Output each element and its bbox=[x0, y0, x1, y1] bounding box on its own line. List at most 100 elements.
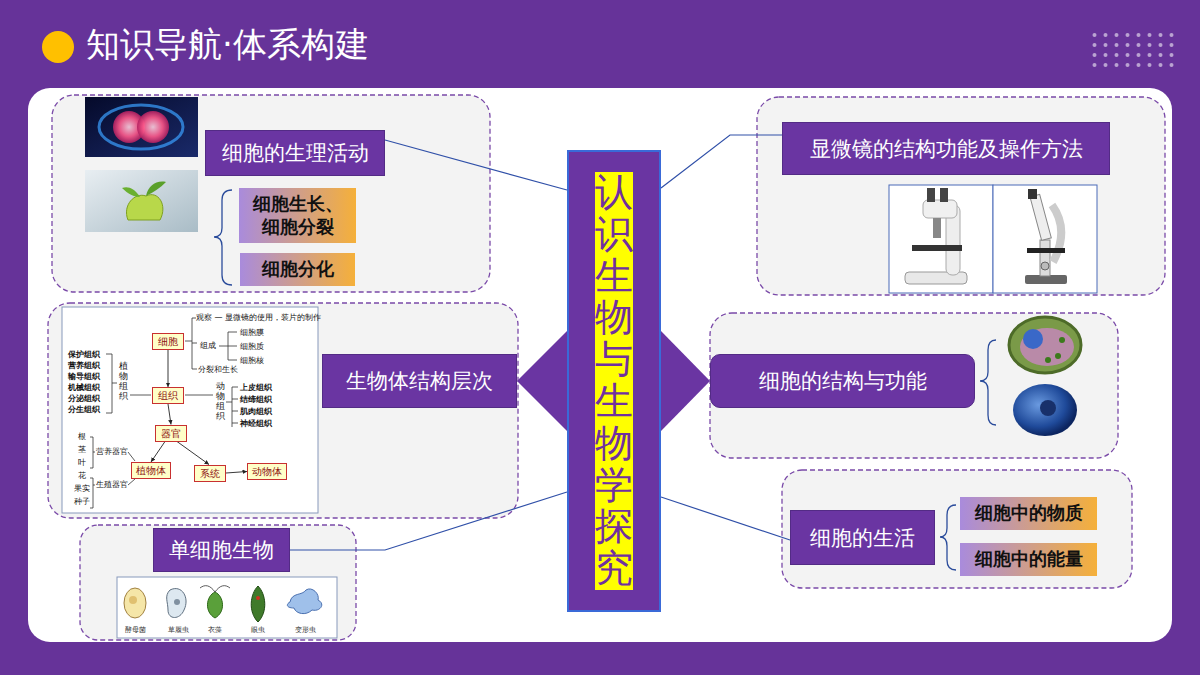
node-text: 组织 bbox=[158, 389, 178, 402]
microscope-drawing bbox=[1030, 194, 1051, 240]
node-text: 系统 bbox=[200, 467, 220, 480]
hierarchy-chart-frame bbox=[185, 318, 197, 369]
topic-box: 显微镜的结构功能及操作方法 bbox=[782, 122, 1110, 175]
chart-arrow bbox=[168, 404, 171, 425]
microscope-drawing bbox=[1028, 189, 1037, 199]
topic-box: 生物体结构层次 bbox=[322, 354, 517, 408]
subtopic-box: 细胞分化 bbox=[240, 253, 355, 286]
node-text: 器官 bbox=[161, 427, 181, 440]
organism-caption: 草履虫 bbox=[168, 626, 189, 634]
chart-arrow bbox=[177, 442, 209, 465]
subtopic-box: 细胞中的物质 bbox=[960, 497, 1097, 530]
dashed-region bbox=[48, 303, 518, 518]
single-cell-frame bbox=[117, 577, 337, 638]
connector-line bbox=[385, 140, 567, 190]
tissue-name: 营养组织 bbox=[68, 361, 100, 371]
node-text: 植物体 bbox=[136, 464, 166, 477]
chart-arrow bbox=[168, 350, 169, 387]
microscope-drawing bbox=[912, 245, 962, 251]
microscope-drawing bbox=[905, 188, 967, 284]
connector-arrow bbox=[517, 331, 567, 431]
organism-caption: 衣藻 bbox=[208, 626, 222, 634]
dashed-region bbox=[80, 525, 356, 640]
organism-caption: 酵母菌 bbox=[125, 626, 146, 634]
organ-group: 营养器官 bbox=[96, 447, 128, 457]
chart-note: 观察 — 显微镜的使用，装片的制作 bbox=[196, 313, 321, 323]
group-name: 植物组织 bbox=[119, 362, 128, 402]
connector-line bbox=[661, 497, 790, 540]
connector-arrow bbox=[661, 331, 710, 431]
euglena-drawing bbox=[251, 586, 265, 622]
plant-cell-drawing bbox=[1045, 357, 1051, 363]
hierarchy-chart-frame bbox=[90, 437, 95, 468]
microscope-drawing bbox=[1041, 262, 1049, 270]
tissue-name: 机械组织 bbox=[68, 383, 100, 393]
group-name: 动物组织 bbox=[216, 382, 225, 422]
tissue-name: 输导组织 bbox=[68, 372, 100, 382]
cell-division-photo bbox=[99, 105, 183, 149]
chlamydomonas-drawing bbox=[207, 592, 222, 618]
amoeba-drawing bbox=[287, 589, 321, 614]
single-cell-frame bbox=[117, 577, 337, 638]
topic-box: 细胞的生活 bbox=[790, 510, 935, 565]
hierarchy-chart-frame bbox=[219, 332, 237, 360]
node-text: 细胞 bbox=[158, 335, 178, 348]
dashed-region bbox=[782, 470, 1132, 588]
microscope-drawing bbox=[923, 200, 957, 218]
paramecium-drawing bbox=[167, 589, 186, 618]
connector-line bbox=[290, 492, 567, 550]
tissue-name: 分生组织 bbox=[68, 405, 100, 415]
organ-group: 生殖器官 bbox=[96, 480, 128, 490]
dashed-region bbox=[48, 95, 1165, 640]
node-text: 细胞的结构与功能 bbox=[759, 367, 927, 395]
subtopic-box: 细胞中的能量 bbox=[960, 543, 1097, 576]
organism-caption: 眼虫 bbox=[251, 626, 265, 634]
microscope-drawing bbox=[1052, 205, 1061, 262]
node-text: 显微镜的结构功能及操作方法 bbox=[810, 135, 1083, 163]
plant-tissue-photo bbox=[122, 187, 140, 197]
tissue-name: 上皮组织 bbox=[240, 383, 272, 393]
animal-cell-drawing bbox=[1013, 384, 1077, 436]
plant-cell-drawing bbox=[1020, 328, 1074, 366]
chlamydomonas-drawing bbox=[200, 586, 230, 618]
amoeba-drawing bbox=[287, 589, 321, 614]
level-box: 系统 bbox=[194, 465, 226, 482]
topic-box: 细胞的生理活动 bbox=[205, 130, 385, 176]
microscope-frame bbox=[993, 185, 1097, 293]
animal-cell-drawing bbox=[1013, 384, 1077, 436]
plant-tissue-photo bbox=[85, 170, 198, 232]
chart-note: 分裂和生长 bbox=[198, 365, 238, 375]
title-decor bbox=[1090, 28, 1178, 68]
bracket bbox=[940, 505, 956, 570]
node-text: 细胞生长、 细胞分裂 bbox=[245, 193, 350, 238]
hierarchy-chart-frame bbox=[90, 478, 95, 508]
subtopic-box: 细胞生长、 细胞分裂 bbox=[239, 188, 356, 243]
microscope-drawing bbox=[927, 188, 935, 202]
tissue-name: 结缔组织 bbox=[240, 395, 272, 405]
plant-tissue-photo bbox=[85, 170, 198, 232]
organ-name: 果实 bbox=[74, 484, 90, 494]
topic-box: 单细胞生物 bbox=[153, 528, 290, 572]
page-title: 知识导航·体系构建 bbox=[86, 24, 369, 65]
dashed-region bbox=[52, 95, 490, 292]
chart-note: 细胞核 bbox=[240, 356, 264, 366]
chart-note: 细胞膜 bbox=[240, 328, 264, 338]
microscope-frame bbox=[889, 185, 993, 293]
plant-cell-drawing bbox=[1055, 353, 1061, 359]
tissue-name: 保护组织 bbox=[68, 350, 100, 360]
cell-division-photo bbox=[85, 97, 198, 157]
animal-cell-drawing bbox=[1040, 400, 1056, 416]
organ-name: 茎 bbox=[78, 445, 86, 455]
plant-tissue-photo bbox=[126, 195, 162, 220]
yeast-drawing bbox=[124, 588, 146, 618]
hierarchy-chart-frame bbox=[130, 395, 151, 396]
level-box: 动物体 bbox=[247, 463, 287, 480]
microscope-drawing bbox=[1040, 240, 1050, 276]
tissue-name: 分泌组织 bbox=[68, 394, 100, 404]
plant-cell-drawing bbox=[1009, 317, 1081, 373]
hierarchy-chart-frame bbox=[128, 479, 135, 485]
connector-line bbox=[661, 135, 782, 188]
tissue-name: 肌肉组织 bbox=[240, 407, 272, 417]
topic-box: 细胞的结构与功能 bbox=[710, 354, 975, 408]
